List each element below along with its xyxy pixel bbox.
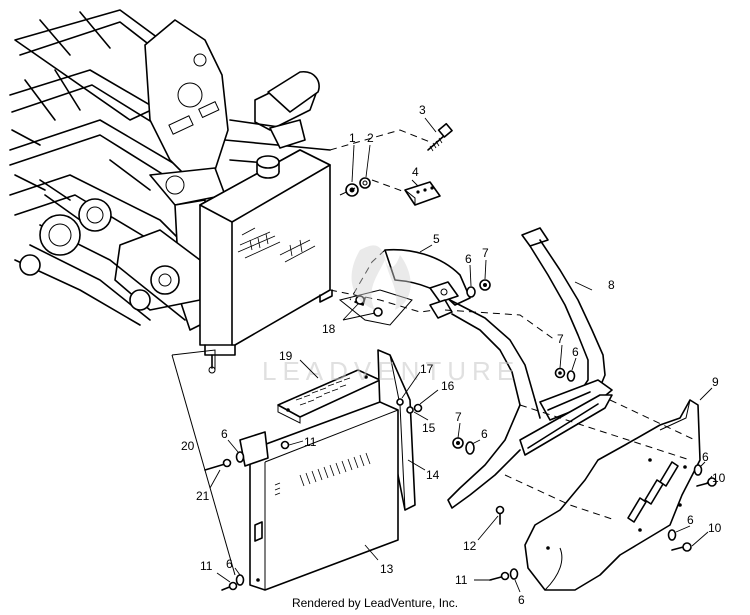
callout-17: 17 xyxy=(420,362,434,376)
part-screw-17 xyxy=(396,398,404,406)
part-washer-6b xyxy=(566,370,576,382)
callout-6d: 6 xyxy=(221,427,228,441)
part-bracket-5 xyxy=(384,248,471,306)
callout-6b: 6 xyxy=(572,345,579,359)
callout-6a: 6 xyxy=(465,252,472,266)
part-washer-6e xyxy=(693,464,703,476)
callout-1: 1 xyxy=(349,131,356,145)
part-screws-18 xyxy=(354,295,383,317)
part-front-panel-13 xyxy=(239,401,399,591)
callout-7a: 7 xyxy=(482,246,489,260)
watermark-text: LEADVENTURE xyxy=(262,356,520,386)
part-washer-6f xyxy=(667,529,677,541)
callout-12: 12 xyxy=(463,539,477,553)
part-bolt-10b xyxy=(671,542,692,552)
callout-10b: 10 xyxy=(708,521,722,535)
part-clip-15 xyxy=(406,406,414,414)
part-bolt-20 xyxy=(204,458,232,471)
callout-10a: 10 xyxy=(712,471,726,485)
part-bumper-8 xyxy=(429,227,613,509)
callout-20: 20 xyxy=(181,439,195,453)
callout-7b: 7 xyxy=(557,332,564,346)
part-grommet-4 xyxy=(404,181,441,206)
callout-9: 9 xyxy=(712,375,719,389)
part-washer-6c xyxy=(465,441,475,455)
callout-16: 16 xyxy=(441,379,455,393)
callout-7c: 7 xyxy=(455,410,462,424)
part-screw-11a xyxy=(280,440,290,450)
callout-4: 4 xyxy=(412,165,419,179)
part-nut-7b xyxy=(554,367,566,379)
callout-6g: 6 xyxy=(226,557,233,571)
part-panel-19 xyxy=(277,369,381,424)
callout-5: 5 xyxy=(433,232,440,246)
callout-11a: 11 xyxy=(304,435,317,449)
part-bolt-3 xyxy=(427,122,453,152)
callout-13: 13 xyxy=(380,562,394,576)
watermark: LEADVENTURE xyxy=(262,245,520,386)
callout-18: 18 xyxy=(322,322,336,336)
callout-3: 3 xyxy=(419,103,426,117)
callout-11c: 11 xyxy=(455,573,468,587)
callout-6f: 6 xyxy=(687,513,694,527)
part-nut-1 xyxy=(345,183,359,197)
part-washer-6a xyxy=(466,286,476,298)
callout-8: 8 xyxy=(608,278,615,292)
part-skid-plate-9 xyxy=(524,399,701,591)
vehicle-frame xyxy=(9,9,331,331)
callout-11b: 11 xyxy=(200,559,213,573)
part-washer-6g xyxy=(235,574,245,586)
part-washer-6d xyxy=(235,451,245,463)
callout-6h: 6 xyxy=(518,593,525,607)
part-nut-7c xyxy=(452,437,464,449)
leader-lines xyxy=(209,117,713,593)
callout-21: 21 xyxy=(196,489,210,503)
callout-14: 14 xyxy=(426,468,440,482)
part-washer-2 xyxy=(359,177,371,189)
part-bolt-11b xyxy=(221,581,238,591)
footer-credit: Rendered by LeadVenture, Inc. xyxy=(291,596,459,610)
part-bolt-11c xyxy=(489,571,510,581)
radiator xyxy=(199,149,333,374)
part-screw-16 xyxy=(413,403,423,413)
callout-2: 2 xyxy=(367,131,374,145)
part-nut-7a xyxy=(479,279,491,291)
callout-6c: 6 xyxy=(481,427,488,441)
callout-labels: 1 2 3 4 5 6 7 8 18 7 6 9 19 17 16 15 7 6… xyxy=(181,103,726,607)
callout-6e: 6 xyxy=(702,450,709,464)
callout-19: 19 xyxy=(279,349,293,363)
part-washer-6h xyxy=(509,568,519,580)
callout-15: 15 xyxy=(422,421,436,435)
part-bolt-12 xyxy=(495,505,505,525)
part-bolt-10a xyxy=(696,477,717,487)
